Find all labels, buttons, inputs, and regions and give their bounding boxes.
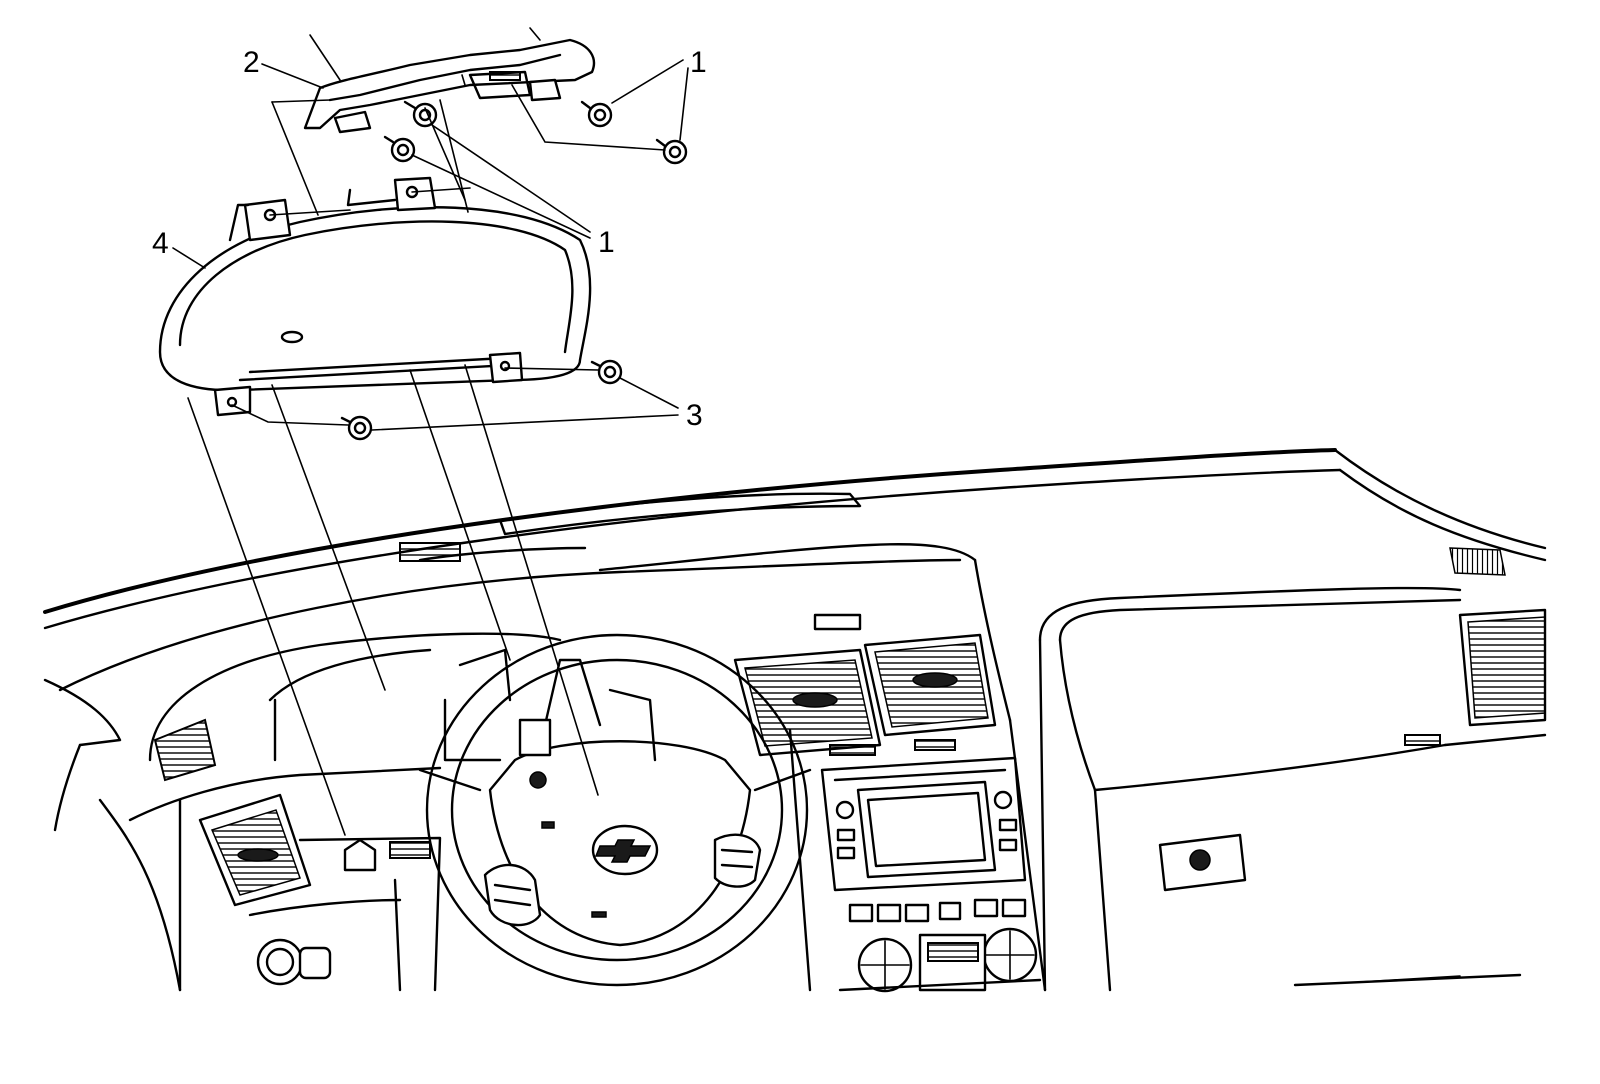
screw-3b	[340, 415, 373, 441]
callout-1-top: 1	[611, 46, 707, 141]
screw-1c	[580, 100, 613, 128]
callout-1-middle: 1	[411, 124, 615, 259]
screw-1d	[655, 138, 688, 165]
callouts: 1 1 2 3 4	[152, 46, 707, 432]
callout-label: 2	[243, 46, 260, 79]
steering-wheel	[418, 633, 812, 987]
callout-label: 1	[690, 46, 707, 79]
callout-label: 1	[598, 226, 615, 259]
callout-label: 4	[152, 227, 169, 260]
screw-3a	[590, 359, 623, 385]
callout-3: 3	[371, 377, 703, 432]
alignment-lines	[187, 27, 666, 836]
upper-trim-panel	[303, 38, 596, 134]
callout-2: 2	[243, 46, 324, 89]
screw-1b	[383, 135, 416, 163]
instrument-cluster-bezel	[158, 176, 592, 417]
fasteners	[340, 100, 688, 441]
instrument-panel	[43, 448, 1547, 993]
callout-label: 3	[686, 399, 703, 432]
callout-4: 4	[152, 227, 206, 269]
